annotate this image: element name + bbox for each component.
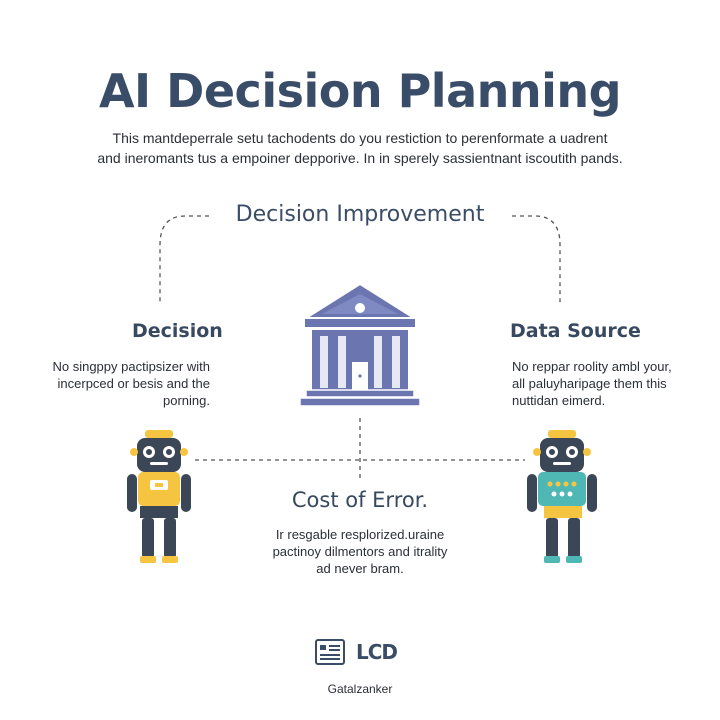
robot-teal-icon xyxy=(527,430,597,563)
logo-text: LCD xyxy=(356,640,398,664)
page-title: AI Decision Planning xyxy=(98,64,622,118)
robot-yellow-icon xyxy=(127,430,191,563)
decision-desc-line: porning. xyxy=(163,393,210,408)
data-source-title: Data Source xyxy=(510,320,641,342)
footer-text: Gatalzanker xyxy=(327,682,393,696)
cost-of-error-description: Ir resgable resplorized.uraine pactinoy … xyxy=(250,526,470,577)
decision-desc-line: incerpced or besis and the xyxy=(57,376,210,391)
data-source-desc-line: nuttidan eimerd. xyxy=(512,393,606,408)
decision-desc-line: No singppy pactipsizer with xyxy=(52,359,210,374)
dashed-connectors xyxy=(159,215,561,478)
decision-title: Decision xyxy=(132,320,223,342)
connector-left-arc xyxy=(159,215,225,305)
decision-description: No singppy pactipsizer with incerpced or… xyxy=(50,358,210,409)
cost-of-error-title: Cost of Error. xyxy=(291,488,429,512)
data-source-desc-line: No reppar roolity ambl your, xyxy=(512,359,672,374)
subtitle: This mantdeperrale setu tachodents do yo… xyxy=(90,128,630,168)
subtitle-line-1: This mantdeperrale setu tachodents do yo… xyxy=(112,130,608,146)
data-source-desc-line: all paluyharipage them this xyxy=(512,376,667,391)
subtitle-line-2: and ineromants tus a empoiner depporive.… xyxy=(97,150,623,166)
cost-of-error-desc-line: pactinoy dilmentors and itrality xyxy=(272,544,448,559)
bank-building-icon xyxy=(299,282,421,407)
connector-right-arc xyxy=(496,215,561,305)
center-heading: Decision Improvement xyxy=(210,202,510,227)
cost-of-error-desc-line: Ir resgable resplorized.uraine xyxy=(275,527,445,542)
data-source-description: No reppar roolity ambl your, all paluyha… xyxy=(512,358,682,409)
document-icon xyxy=(315,639,345,665)
cost-of-error-desc-line: ad never bram. xyxy=(316,561,404,576)
